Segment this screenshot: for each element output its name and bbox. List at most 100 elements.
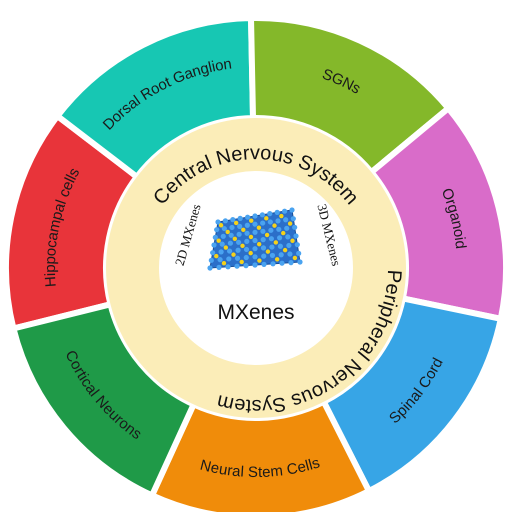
lattice-atom xyxy=(252,213,258,219)
lattice-atom xyxy=(244,230,250,236)
lattice-atom xyxy=(252,221,258,227)
lattice-atom xyxy=(225,264,231,270)
lattice-dopant xyxy=(273,240,279,245)
center-title: MXenes xyxy=(217,301,294,324)
lattice-atom xyxy=(260,220,266,226)
lattice-atom xyxy=(296,250,302,256)
lattice-atom xyxy=(289,207,295,213)
lattice-atom xyxy=(207,265,213,271)
lattice-atom xyxy=(292,224,298,230)
lattice-atom xyxy=(285,234,291,240)
lattice-atom xyxy=(218,249,224,255)
lattice-dopant xyxy=(281,230,286,236)
lattice-dopant xyxy=(221,260,227,266)
lattice-atom xyxy=(227,240,233,246)
lattice-atom xyxy=(252,229,258,235)
lattice-atom xyxy=(288,260,294,266)
lattice-atom xyxy=(261,261,267,267)
lattice-dopant xyxy=(274,257,280,262)
lattice-dopant xyxy=(256,225,262,230)
lattice-atom xyxy=(267,211,273,217)
lattice-dopant xyxy=(279,213,284,219)
lattice-atom xyxy=(217,257,223,263)
lattice-atom xyxy=(245,214,251,220)
lattice-dopant xyxy=(282,247,288,253)
lattice-dopant xyxy=(292,255,298,261)
lattice-dopant xyxy=(214,253,219,259)
lattice-atom xyxy=(259,212,265,218)
lattice-atom xyxy=(283,217,289,223)
lattice-dopant xyxy=(248,234,254,240)
lattice-atom xyxy=(235,247,241,253)
lattice-atom xyxy=(222,218,228,224)
lattice-dopant xyxy=(264,216,269,221)
lattice-dopant xyxy=(233,220,239,226)
lattice-atom xyxy=(252,262,258,268)
lattice-dopant xyxy=(256,241,262,247)
lattice-atom xyxy=(210,250,216,256)
lattice-atom xyxy=(267,219,273,225)
lattice-atom xyxy=(215,219,221,225)
lattice-atom xyxy=(268,227,274,233)
lattice-atom xyxy=(212,234,218,240)
lattice-atom xyxy=(226,256,232,262)
lattice-atom xyxy=(277,243,283,249)
lattice-atom xyxy=(234,263,240,269)
lattice-dopant xyxy=(240,243,245,249)
lattice-atom xyxy=(208,257,214,263)
lattice-dopant xyxy=(231,252,236,257)
lattice-atom xyxy=(219,241,225,247)
lattice-dopant xyxy=(241,227,246,233)
lattice-atom xyxy=(279,260,285,266)
lattice-atom xyxy=(237,223,243,229)
lattice-atom xyxy=(243,254,249,261)
center-disc xyxy=(159,171,353,365)
lattice-atom xyxy=(214,227,220,233)
lattice-atom xyxy=(234,255,241,261)
lattice-dopant xyxy=(248,250,253,256)
lattice-atom xyxy=(243,246,250,253)
lattice-atom xyxy=(216,264,222,270)
lattice-atom xyxy=(244,238,250,244)
lattice-atom xyxy=(276,226,282,232)
lattice-atom xyxy=(220,233,226,239)
lattice-atom xyxy=(269,244,275,250)
lattice-atom xyxy=(252,237,258,244)
lattice-atom xyxy=(278,252,284,258)
lattice-atom xyxy=(287,251,293,257)
lattice-atom xyxy=(274,209,280,215)
lattice-atom xyxy=(260,237,266,243)
lattice-atom xyxy=(236,239,242,245)
mxene-sheet-icon xyxy=(207,207,303,271)
lattice-atom xyxy=(243,263,249,269)
lattice-dopant xyxy=(223,245,229,250)
lattice-dopant xyxy=(287,221,293,226)
lattice-atom xyxy=(260,245,267,251)
lattice-atom xyxy=(261,253,267,259)
lattice-atom xyxy=(286,242,292,249)
lattice-atom xyxy=(293,233,299,239)
lattice-atom xyxy=(252,254,258,260)
lattice-atom xyxy=(297,259,303,265)
lattice-dopant xyxy=(249,218,254,223)
lattice-atom xyxy=(228,232,234,238)
lattice-atom xyxy=(290,216,296,222)
lattice-atom xyxy=(237,215,243,221)
lattice-dopant xyxy=(290,238,295,243)
lattice-atom xyxy=(244,222,250,228)
lattice-atom xyxy=(260,228,266,234)
lattice-atom xyxy=(270,261,276,267)
lattice-atom xyxy=(229,224,235,231)
lattice-atom xyxy=(269,252,276,259)
lattice-atom xyxy=(230,217,236,223)
lattice-atom xyxy=(277,235,283,241)
lattice-dopant xyxy=(225,229,230,235)
lattice-dopant xyxy=(257,258,262,263)
lattice-atom xyxy=(275,218,281,224)
lattice-atom xyxy=(227,248,233,254)
lattice-dopant xyxy=(272,223,277,228)
lattice-dopant xyxy=(216,238,221,243)
lattice-atom xyxy=(236,231,242,237)
lattice-atom xyxy=(211,242,217,248)
